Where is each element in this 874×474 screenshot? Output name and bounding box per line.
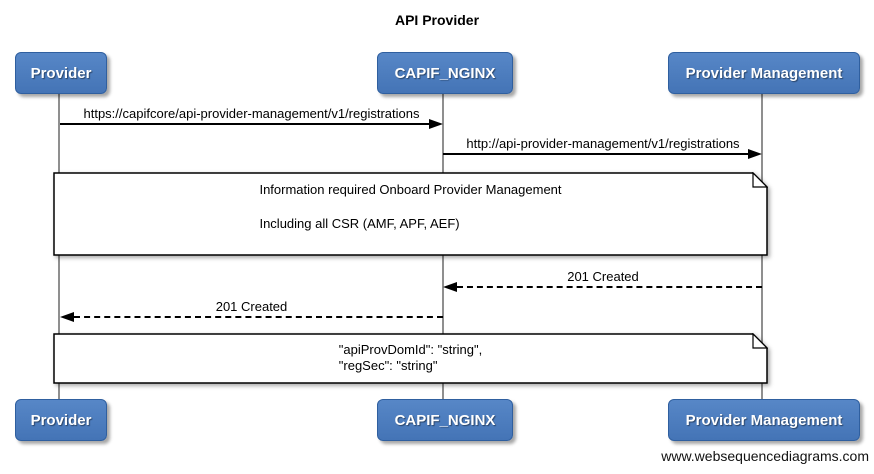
message-line	[457, 286, 762, 288]
actor-label: Provider	[30, 64, 92, 82]
note-text-line: Including all CSR (AMF, APF, AEF)	[259, 216, 460, 231]
note-onboard-requirements: Information required Onboard Provider Ma…	[53, 172, 768, 256]
note-text-line: "regSec": "string"	[338, 358, 438, 373]
message-label: 201 Created	[567, 269, 639, 284]
note-shape	[53, 172, 768, 256]
message-line	[60, 123, 430, 125]
note-registration-response: "apiProvDomId": "string", "regSec": "str…	[53, 333, 768, 384]
arrowhead-left-icon	[60, 312, 74, 322]
note-text-line: Information required Onboard Provider Ma…	[259, 182, 562, 197]
message-label: 201 Created	[215, 299, 288, 314]
actor-provider-top: Provider	[15, 52, 107, 94]
actor-provider-bottom: Provider	[15, 399, 107, 441]
actor-label: CAPIF_NGINX	[394, 411, 496, 429]
actor-label: Provider	[30, 411, 92, 429]
note-shape	[53, 333, 768, 384]
actor-label: Provider Management	[685, 64, 843, 82]
actor-provider-management-top: Provider Management	[668, 52, 860, 94]
arrowhead-left-icon	[443, 282, 457, 292]
arrowhead-right-icon	[429, 119, 443, 129]
actor-capif-nginx-bottom: CAPIF_NGINX	[377, 399, 513, 441]
note-fold-icon	[752, 172, 768, 188]
note-fold-icon	[752, 333, 768, 349]
watermark-url: www.websequencediagrams.com	[661, 448, 869, 464]
actor-label: CAPIF_NGINX	[394, 64, 496, 82]
actor-capif-nginx-top: CAPIF_NGINX	[377, 52, 513, 94]
message-line	[74, 316, 443, 318]
note-blank-line	[259, 198, 561, 215]
message-label: https://capifcore/api-provider-managemen…	[83, 106, 420, 121]
diagram-title: API Provider	[394, 12, 480, 28]
note-text-line: "apiProvDomId": "string",	[338, 342, 483, 357]
actor-label: Provider Management	[685, 411, 843, 429]
actor-provider-management-bottom: Provider Management	[668, 399, 860, 441]
message-label: http://api-provider-management/v1/regist…	[466, 136, 740, 151]
arrowhead-right-icon	[748, 149, 762, 159]
message-line	[443, 153, 749, 155]
